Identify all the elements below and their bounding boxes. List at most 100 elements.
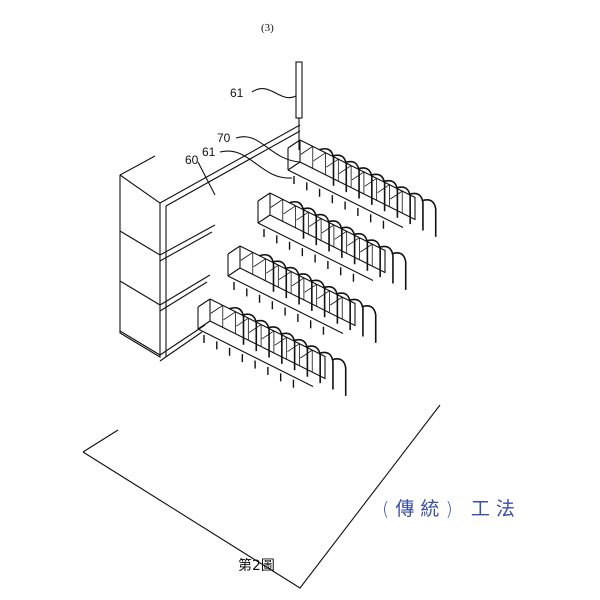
housing-front-top xyxy=(159,124,301,204)
connector-front-bottom xyxy=(287,169,404,228)
connector-end xyxy=(227,245,241,255)
housing-band xyxy=(159,274,211,306)
connector-pin xyxy=(332,154,348,193)
page-number: (3) xyxy=(261,22,274,34)
leader-60 xyxy=(197,161,216,196)
connector-end-bottom xyxy=(257,214,271,224)
connector-end xyxy=(287,139,301,149)
housing-left-band xyxy=(119,230,161,256)
connector-pin xyxy=(242,313,258,352)
connector-front-bottom xyxy=(227,275,344,334)
connector-cell-top xyxy=(210,305,223,314)
connector-cell-top xyxy=(364,178,377,187)
handwritten-note: (傳統) 工法 xyxy=(382,498,521,520)
connector-pin xyxy=(365,239,381,278)
connector-pin xyxy=(305,345,321,384)
connector-end-bottom xyxy=(287,161,301,171)
connector-cell-top xyxy=(304,284,317,293)
housing-band xyxy=(159,324,206,356)
connector-cell-top xyxy=(330,296,343,306)
housing-top-edge xyxy=(119,155,156,176)
contact-61 xyxy=(295,61,303,119)
connector-cell-top xyxy=(223,311,236,321)
connector-cell-top xyxy=(240,252,253,261)
connector-cell-top xyxy=(360,243,373,253)
connector-pin xyxy=(310,279,326,318)
housing-band-inner xyxy=(159,331,203,362)
connector-cell-top xyxy=(326,158,339,168)
housing-left-face xyxy=(119,174,161,358)
connector-cell-top xyxy=(253,258,266,268)
connector-cell-top xyxy=(321,224,335,234)
connector-pin xyxy=(272,260,288,299)
connector-cell-top xyxy=(248,324,262,333)
connector-cell-top xyxy=(300,146,313,155)
connector-pin xyxy=(267,326,283,364)
leader-61 xyxy=(219,150,293,179)
connector-front-bottom xyxy=(197,328,314,387)
connector-cell-top xyxy=(236,317,249,327)
connector-front-bottom xyxy=(257,222,374,281)
connector-pin xyxy=(421,199,437,237)
connector-pin xyxy=(293,338,309,377)
connector-end xyxy=(197,298,211,308)
connector-pin xyxy=(408,192,424,231)
housing-band-inner xyxy=(159,231,213,262)
housing-front-top-inner xyxy=(165,130,301,207)
connector-pin xyxy=(314,213,330,252)
connector-pin xyxy=(280,332,296,371)
connector-pin xyxy=(383,179,399,218)
housing-left-band xyxy=(119,330,161,356)
connector-cell-top xyxy=(390,190,403,200)
connector-cell-top xyxy=(351,171,365,181)
connector-pin xyxy=(344,160,360,199)
connector-pin xyxy=(284,266,300,305)
connector-pin xyxy=(331,358,347,396)
connector-pin xyxy=(297,273,313,311)
connector-cell-top xyxy=(338,165,352,174)
connector-cell-top xyxy=(317,290,330,300)
connector-pin xyxy=(361,305,377,343)
connector-cell-top xyxy=(266,264,279,274)
connector-end-bottom xyxy=(197,320,211,330)
connector-cell-top xyxy=(283,205,296,215)
connector-end-bottom xyxy=(227,267,241,277)
connector-pin xyxy=(259,253,275,292)
connector-pin xyxy=(391,252,407,290)
floor-edge xyxy=(82,429,119,453)
leader-61-top xyxy=(251,88,297,99)
housing-band xyxy=(159,224,216,256)
housing-band-inner xyxy=(159,281,208,312)
connector-cell-top xyxy=(347,237,360,247)
connector-cell-top xyxy=(270,199,283,208)
connector-pin xyxy=(319,147,335,186)
connector-pin xyxy=(348,298,364,337)
reference-label-61-top: 61 xyxy=(230,86,244,100)
connector-cell-top xyxy=(291,277,305,287)
connector-cell-top xyxy=(274,337,287,346)
connector-pin xyxy=(323,285,339,324)
connector-pin xyxy=(327,220,343,258)
connector-pin xyxy=(289,200,305,239)
connector-pin xyxy=(370,173,386,212)
reference-label-70: 70 xyxy=(217,131,231,145)
connector-pin xyxy=(254,319,270,358)
connector-pin xyxy=(395,186,411,225)
connector-cell-top xyxy=(308,218,322,227)
connector-cell-top xyxy=(278,271,292,280)
connector-cell-top xyxy=(287,343,300,353)
connector-pin xyxy=(378,245,394,284)
connector-cell-top xyxy=(296,211,309,221)
connector-cell-top xyxy=(334,231,347,240)
floor-plane xyxy=(82,404,441,589)
connector-pin xyxy=(229,306,245,345)
figure-caption: 第2圖 xyxy=(238,558,275,574)
connector-cell-top xyxy=(313,152,326,162)
connector-pin xyxy=(357,167,373,205)
connector-pin xyxy=(318,351,334,390)
connector-cell-top xyxy=(261,330,275,340)
leader-70 xyxy=(235,136,301,163)
connector-cell-top xyxy=(377,184,390,194)
